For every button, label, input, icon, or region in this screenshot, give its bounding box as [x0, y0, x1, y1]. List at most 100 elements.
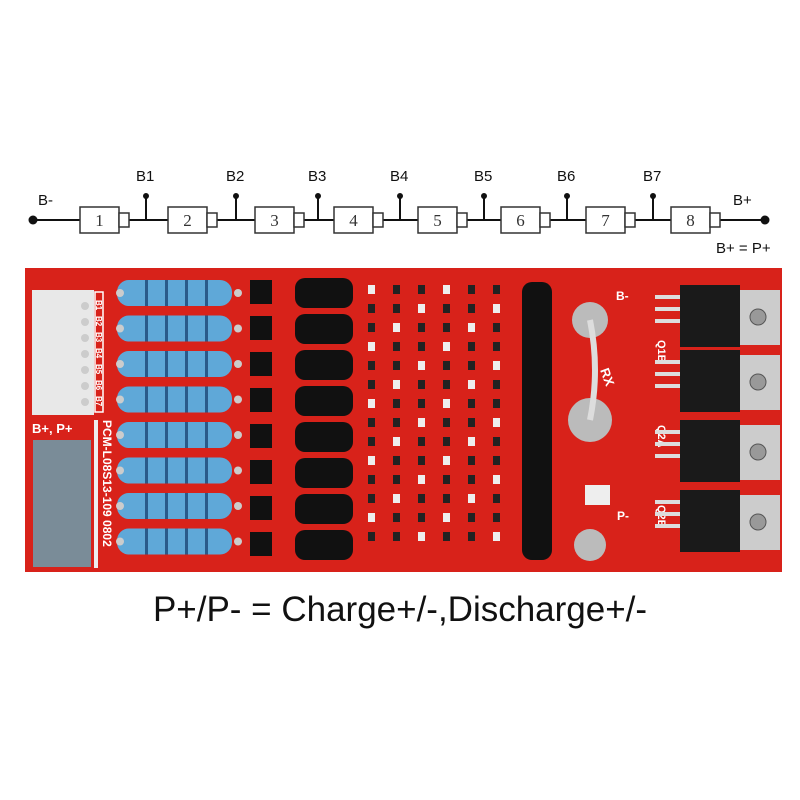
smd-component — [443, 399, 450, 408]
b-plus-label: B+ — [733, 192, 752, 209]
smd-component — [468, 532, 475, 541]
model-label: PCM-L08S13-109 0802 — [100, 420, 114, 547]
smd-component — [468, 475, 475, 484]
smd-component — [418, 304, 425, 313]
smd-component — [368, 456, 375, 465]
tap-label: B5 — [474, 168, 492, 185]
smd-component — [393, 494, 400, 503]
tap-B7: B7 — [643, 168, 661, 220]
connector-pin — [81, 398, 89, 406]
smd-component — [468, 342, 475, 351]
smd-component — [493, 323, 500, 332]
smd-component — [393, 418, 400, 427]
resistor — [116, 493, 242, 519]
smd-component — [418, 285, 425, 294]
smd-component — [468, 494, 475, 503]
smd-component — [368, 513, 375, 522]
smd-component — [468, 323, 475, 332]
smd-component — [468, 437, 475, 446]
cell-terminal-icon — [624, 212, 636, 228]
b-plus-node — [760, 215, 770, 225]
smd-component — [393, 437, 400, 446]
cell-number: 4 — [349, 211, 358, 230]
smd-component — [393, 285, 400, 294]
smd-component — [493, 399, 500, 408]
mosfet — [655, 350, 780, 412]
smd-component — [393, 380, 400, 389]
pin-label: B6 — [94, 380, 103, 391]
potting-blob — [295, 314, 353, 344]
cell-number: 6 — [516, 211, 525, 230]
smd-component — [418, 323, 425, 332]
smd-component — [368, 399, 375, 408]
smd-component — [493, 532, 500, 541]
smd-component — [468, 418, 475, 427]
smd-component — [468, 304, 475, 313]
pad-p-minus — [574, 529, 606, 561]
potting-blob — [295, 494, 353, 524]
cell-number: 3 — [270, 211, 279, 230]
cell-3: 3 — [254, 206, 305, 234]
pad-label: B+, P+ — [32, 421, 73, 436]
smd-component — [393, 323, 400, 332]
cell-terminal-icon — [206, 212, 218, 228]
smd-component — [468, 399, 475, 408]
potting-blob — [295, 422, 353, 452]
connector-pin — [81, 382, 89, 390]
smd-component — [393, 399, 400, 408]
cell-terminal-icon — [709, 212, 721, 228]
resistor — [116, 386, 242, 413]
ic-chip — [250, 424, 272, 448]
smd-component — [443, 532, 450, 541]
smd-component — [418, 418, 425, 427]
shunt-wire — [587, 319, 598, 421]
smd-component — [418, 380, 425, 389]
smd-component — [368, 342, 375, 351]
tap-B3: B3 — [308, 168, 326, 220]
smd-component — [468, 513, 475, 522]
smd-component — [393, 361, 400, 370]
smd-component — [368, 494, 375, 503]
pin-label: B7 — [94, 396, 103, 407]
connector-pin — [81, 366, 89, 374]
connector-pin — [81, 318, 89, 326]
smd-component — [443, 380, 450, 389]
smd-component — [443, 285, 450, 294]
tap-label: B7 — [643, 168, 661, 185]
smd-component — [393, 456, 400, 465]
b-minus-node — [28, 215, 38, 225]
smd-component — [493, 437, 500, 446]
cell-1: 1 — [79, 206, 130, 234]
smd-component — [368, 285, 375, 294]
smd-component — [493, 342, 500, 351]
smd-component — [443, 342, 450, 351]
mosfet-label-1: Q1B — [655, 340, 667, 363]
smd-component — [493, 304, 500, 313]
smd-component — [493, 513, 500, 522]
smd-component — [418, 437, 425, 446]
smd-component — [443, 437, 450, 446]
potting-blob — [295, 350, 353, 380]
resistor — [116, 351, 242, 377]
tap-label: B6 — [557, 168, 575, 185]
potting-blob — [295, 458, 353, 488]
potting-blob — [295, 278, 353, 308]
smd-component — [393, 475, 400, 484]
pin-label: B3 — [94, 332, 103, 343]
cell-5: 5 — [417, 206, 468, 234]
cell-terminal-icon — [372, 212, 384, 228]
smd-component — [368, 361, 375, 370]
mosfet-label-3: Q2B — [655, 505, 667, 528]
smd-component — [418, 361, 425, 370]
cell-terminal-icon — [539, 212, 551, 228]
smd-component — [493, 456, 500, 465]
tap-label: B4 — [390, 168, 408, 185]
smd-component — [468, 380, 475, 389]
equivalence-label: B+ = P+ — [716, 240, 771, 257]
tap-B5: B5 — [474, 168, 492, 220]
smd-component — [418, 494, 425, 503]
smd-component — [493, 285, 500, 294]
pin-label: B2 — [94, 316, 103, 327]
smd-component — [468, 361, 475, 370]
